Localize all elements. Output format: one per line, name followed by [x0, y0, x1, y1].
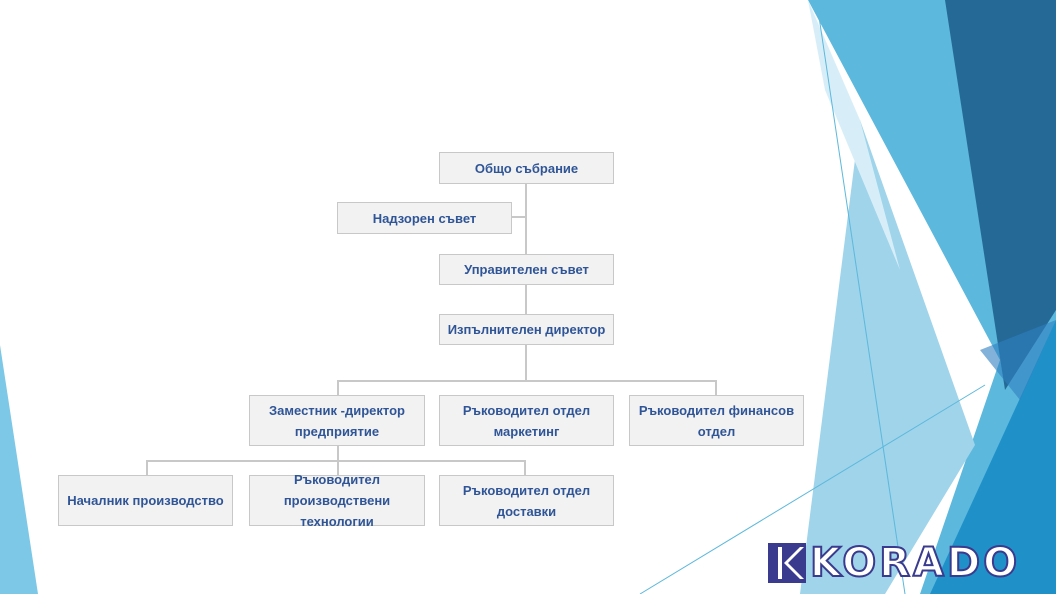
connector-finance — [715, 380, 717, 395]
deputy-director-box: Заместник -директор предприятие — [249, 395, 425, 446]
head-production-tech-line2: технологии — [300, 514, 374, 529]
korado-logo: KORADO — [768, 540, 1034, 586]
connector-deputy-down — [337, 445, 339, 461]
management-board-label: Управителен съвет — [464, 262, 589, 277]
head-production-tech-line1: Ръководител производствени — [283, 472, 391, 508]
right-mid-panel — [800, 120, 975, 594]
deputy-director-line2: предприятие — [294, 423, 380, 439]
production-chief-label: Началник производство — [67, 493, 224, 508]
head-finance-line1: Ръководител финансов — [638, 402, 795, 418]
head-delivery-line2: доставки — [496, 503, 557, 519]
deputy-director-line1: Заместник -директор — [269, 402, 405, 418]
connector-top-vertical — [525, 183, 527, 255]
head-marketing-line2: маркетинг — [493, 423, 560, 439]
head-delivery-line1: Ръководител отдел — [462, 482, 591, 498]
executive-director-label: Изпълнителен директор — [447, 322, 606, 337]
head-production-tech-box: Ръководител производствени технологии — [249, 472, 425, 529]
head-marketing-box: Ръководител отдел маркетинг — [439, 395, 614, 446]
production-chief-box: Началник производство — [58, 475, 233, 526]
connector-supervisory — [511, 216, 526, 218]
connector-production-tech — [337, 460, 339, 475]
thin-line-1 — [817, 9, 906, 594]
general-assembly-box: Общо събрание — [439, 152, 614, 184]
supervisory-board-box: Надзорен съвет — [337, 202, 512, 234]
supervisory-board-label: Надзорен съвет — [372, 210, 477, 226]
connector-delivery — [524, 460, 526, 475]
connector-level4-bar — [146, 460, 526, 462]
left-edge-triangle — [0, 345, 38, 594]
connector-mgmt-exec — [525, 284, 527, 314]
right-white-wedge — [980, 320, 1056, 400]
right-dark-panel — [945, 0, 1056, 390]
connector-level3-bar — [337, 380, 717, 382]
head-finance-box: Ръководител финансов отдел — [629, 395, 804, 446]
connector-production — [146, 460, 148, 475]
general-assembly-label: Общо събрание — [474, 160, 579, 176]
korado-logo-text: KORADO — [809, 540, 1021, 586]
head-finance-line2: отдел — [697, 423, 736, 439]
head-delivery-box: Ръководител отдел доставки — [439, 475, 614, 526]
management-board-box: Управителен съвет — [439, 254, 614, 285]
connector-exec-down — [525, 344, 527, 381]
thin-line-2 — [639, 384, 986, 594]
connector-deputy — [337, 380, 339, 395]
executive-director-box: Изпълнителен директор — [439, 314, 614, 345]
head-marketing-line1: Ръководител отдел — [462, 402, 591, 418]
korado-logo-mark — [768, 543, 806, 583]
right-pale-panel — [808, 0, 900, 270]
